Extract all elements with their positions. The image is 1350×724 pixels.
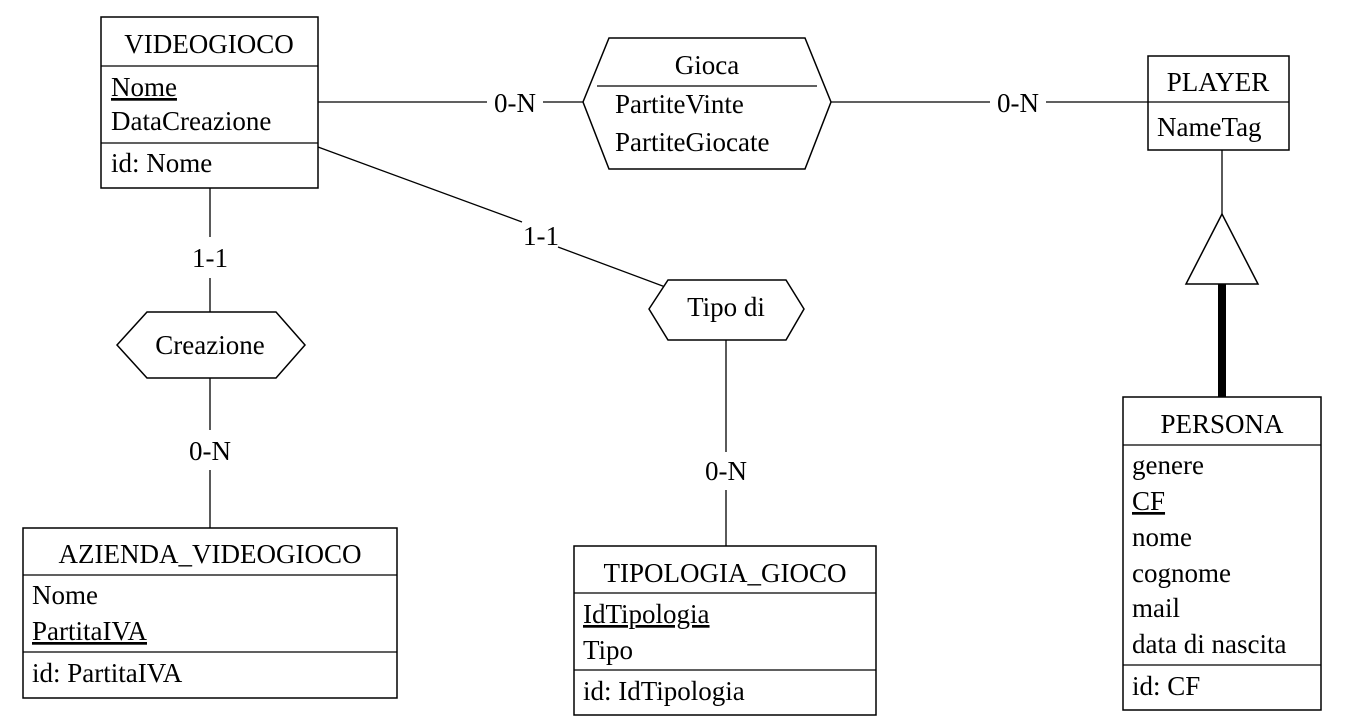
entity-player: PLAYER NameTag: [1147, 55, 1290, 151]
attr: NameTag: [1157, 112, 1262, 142]
identifier: id: CF: [1132, 671, 1200, 701]
relationship-tipo-di: Tipo di: [648, 279, 805, 341]
entity-azienda-videogioco: AZIENDA_VIDEOGIOCO Nome PartitaIVA id: P…: [22, 527, 398, 699]
link-videogioco-tipo: [317, 146, 523, 223]
relationship-title: Gioca: [675, 50, 739, 80]
entity-videogioco: VIDEOGIOCO Nome DataCreazione id: Nome: [100, 16, 319, 189]
rel-attr: PartiteVinte: [615, 89, 744, 119]
card-videogioco-tipo: 1-1: [523, 221, 559, 251]
attr-key: PartitaIVA: [32, 616, 147, 646]
relationship-gioca: Gioca PartiteVinte PartiteGiocate: [582, 37, 832, 170]
attr: mail: [1132, 593, 1180, 623]
relationship-creazione: Creazione: [115, 311, 306, 379]
attr: nome: [1132, 522, 1192, 552]
entity-title: VIDEOGIOCO: [124, 29, 293, 59]
entity-title: PERSONA: [1160, 409, 1284, 439]
card-videogioco-creazione: 1-1: [192, 243, 228, 273]
entity-tipologia-gioco: TIPOLOGIA_GIOCO IdTipologia Tipo id: IdT…: [573, 545, 877, 716]
relationship-title: Creazione: [155, 330, 264, 360]
isa-triangle: [1184, 212, 1260, 285]
entity-title: TIPOLOGIA_GIOCO: [604, 558, 847, 588]
entity-persona: PERSONA genere CF nome cognome mail data…: [1122, 396, 1322, 711]
card-tipo-tipologia: 0-N: [705, 456, 747, 486]
link-videogioco-tipo-2: [557, 246, 669, 289]
attr-key: CF: [1132, 486, 1165, 516]
attr: cognome: [1132, 558, 1231, 588]
attr: data di nascita: [1132, 629, 1286, 659]
attr-key: IdTipologia: [583, 599, 710, 629]
attr: DataCreazione: [111, 106, 271, 136]
attr: genere: [1132, 450, 1204, 480]
card-gioca-player: 0-N: [997, 88, 1039, 118]
entity-title: PLAYER: [1167, 67, 1270, 97]
attr: Nome: [32, 580, 98, 610]
relationship-title: Tipo di: [687, 292, 765, 322]
card-videogioco-gioca: 0-N: [494, 88, 536, 118]
entity-title: AZIENDA_VIDEOGIOCO: [59, 539, 362, 569]
identifier: id: Nome: [111, 148, 212, 178]
identifier: id: IdTipologia: [583, 676, 745, 706]
attr-key: Nome: [111, 72, 177, 102]
identifier: id: PartitaIVA: [32, 658, 183, 688]
rel-attr: PartiteGiocate: [615, 127, 769, 157]
attr: Tipo: [583, 635, 633, 665]
card-creazione-azienda: 0-N: [189, 436, 231, 466]
